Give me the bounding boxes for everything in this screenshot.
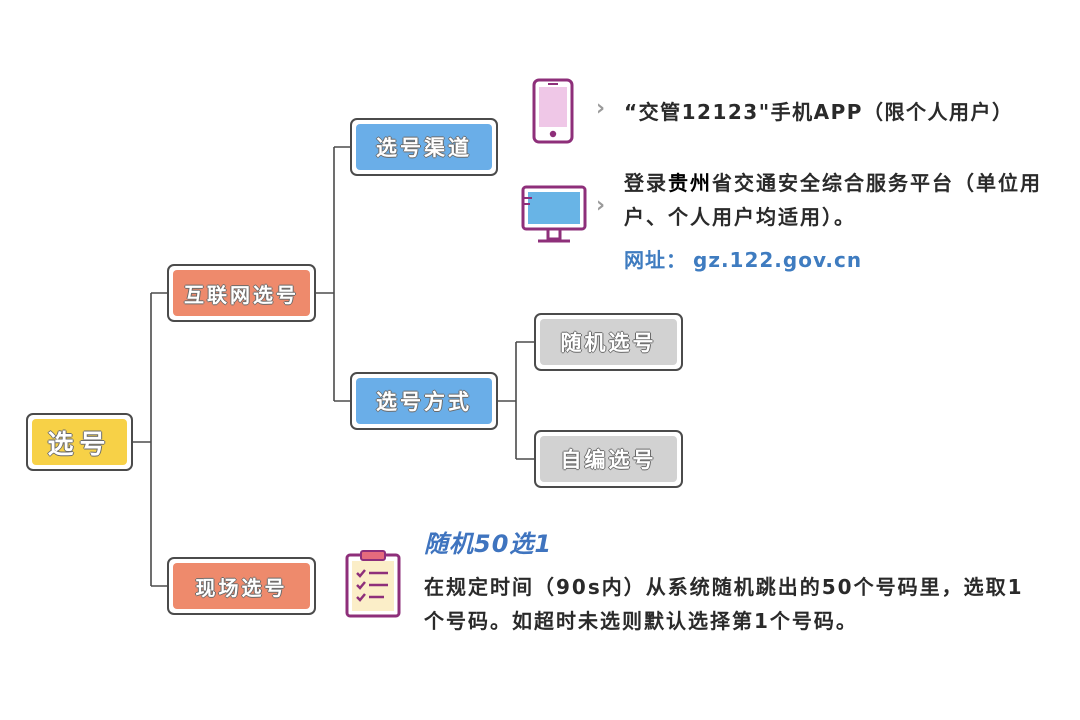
connector-method	[498, 341, 534, 460]
random-note-description: 在规定时间（90s内）从系统随机跳出的50个号码里，选取1个号码。如超时未选则默…	[424, 575, 1024, 633]
platform-channel-text: 登录贵州省交通安全综合服务平台（单位用户、个人用户均适用）。	[624, 166, 1048, 234]
clipboard-icon	[345, 550, 401, 618]
url-link[interactable]: gz.122.gov.cn	[693, 248, 863, 272]
node-random-selection: 随机选号	[534, 313, 683, 371]
node-onsite-selection: 现场选号	[167, 557, 316, 615]
node-selection-channel: 选号渠道	[350, 118, 498, 176]
platform-text-pre: 登录	[624, 171, 668, 195]
node-method-label: 选号方式	[356, 378, 492, 424]
chevron-right-icon: ›	[596, 96, 606, 121]
chevron-right-icon: ›	[596, 193, 606, 218]
node-onsite-label: 现场选号	[173, 563, 310, 609]
node-custom-label: 自编选号	[540, 436, 677, 482]
app-channel-text: “交管12123"手机APP（限个人用户）	[624, 100, 1014, 124]
node-root-label: 选号	[32, 419, 127, 465]
monitor-icon	[521, 185, 587, 243]
node-selection-method: 选号方式	[350, 372, 498, 430]
random-note-title: 随机50选1	[424, 530, 553, 558]
node-random-label: 随机选号	[540, 319, 677, 365]
website-url: 网址：gz.122.gov.cn	[624, 244, 862, 273]
node-channel-label: 选号渠道	[356, 124, 492, 170]
node-internet-selection: 互联网选号	[167, 264, 316, 322]
node-root-selection: 选号	[26, 413, 133, 471]
connector-root	[133, 292, 167, 587]
node-custom-selection: 自编选号	[534, 430, 683, 488]
platform-text-post: 省交通安全综合服务平台（单位用户、个人用户均适用）。	[624, 171, 1042, 229]
node-internet-label: 互联网选号	[173, 270, 310, 316]
url-label: 网址：	[624, 248, 687, 272]
platform-text-highlight: 贵州	[668, 171, 712, 195]
connector-internet	[316, 146, 350, 402]
phone-icon	[532, 78, 574, 144]
